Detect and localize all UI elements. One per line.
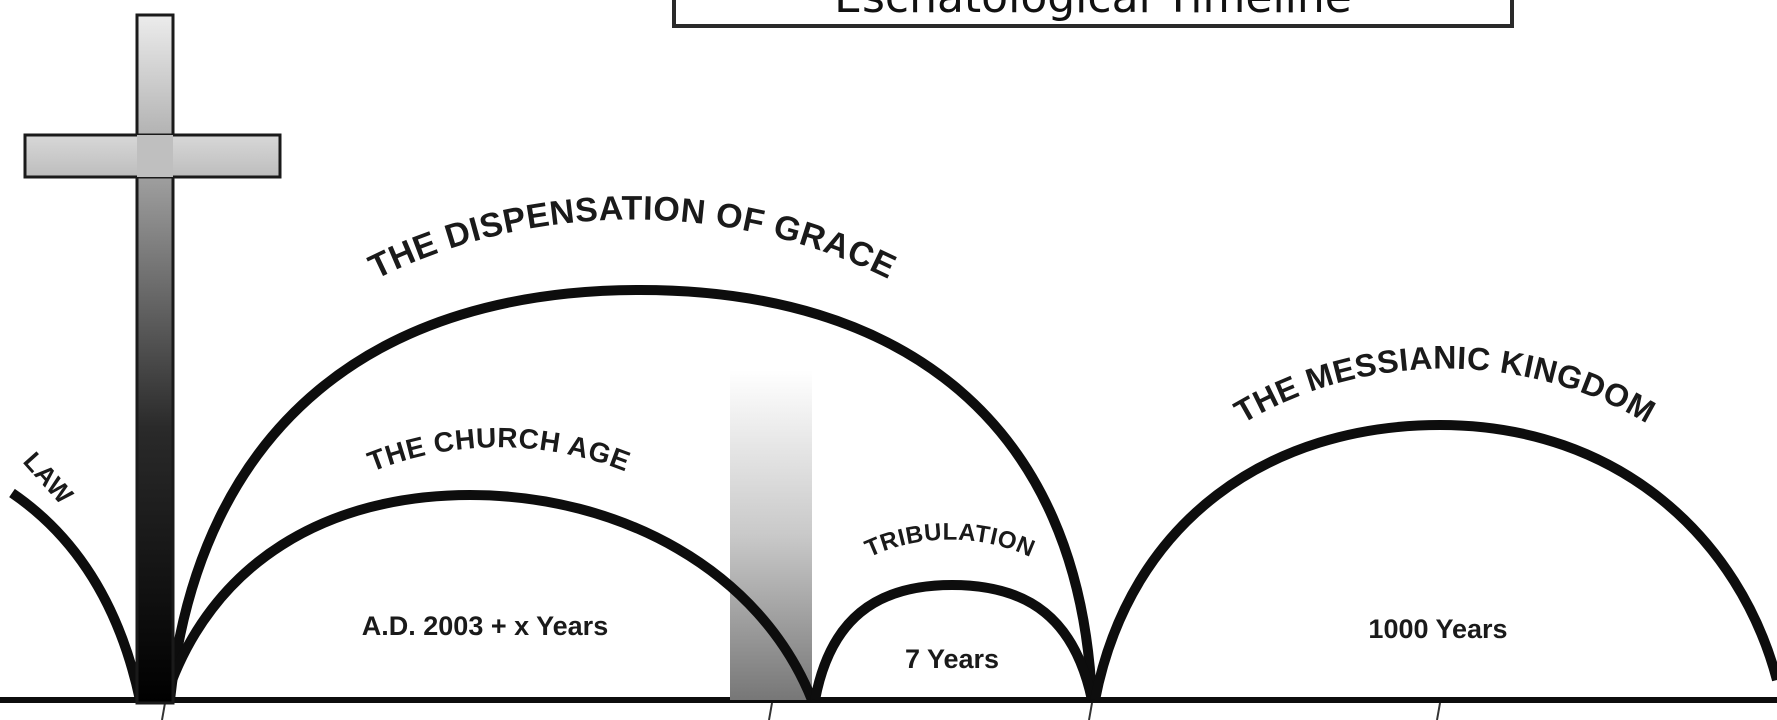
rapture-band	[730, 370, 812, 700]
tick-mark	[1436, 702, 1441, 720]
kingdom-label: THE MESSIANIC KINGDOM	[1228, 340, 1661, 430]
tribulation-years-label: 7 Years	[905, 644, 999, 674]
tribulation-label: TRIBULATION	[861, 519, 1039, 563]
tribulation-arc	[810, 579, 1097, 702]
church-arc	[160, 489, 817, 702]
church-years-label: A.D. 2003 + x Years	[362, 611, 608, 641]
grace-arc	[165, 284, 1097, 701]
tick-mark	[161, 702, 166, 720]
kingdom-years-label: 1000 Years	[1368, 614, 1507, 644]
law-arc	[9, 488, 145, 702]
church-label: THE CHURCH AGE	[363, 422, 634, 477]
diagram-title: Eschatological Timeline	[672, 0, 1514, 28]
diagram-title-text: Eschatological Timeline	[834, 0, 1352, 20]
tick-mark	[1088, 702, 1093, 720]
kingdom-arc	[1090, 419, 1777, 701]
grace-label: THE DISPENSATION OF GRACE	[363, 190, 902, 287]
tick-mark	[768, 702, 773, 720]
cross-icon	[23, 13, 282, 705]
